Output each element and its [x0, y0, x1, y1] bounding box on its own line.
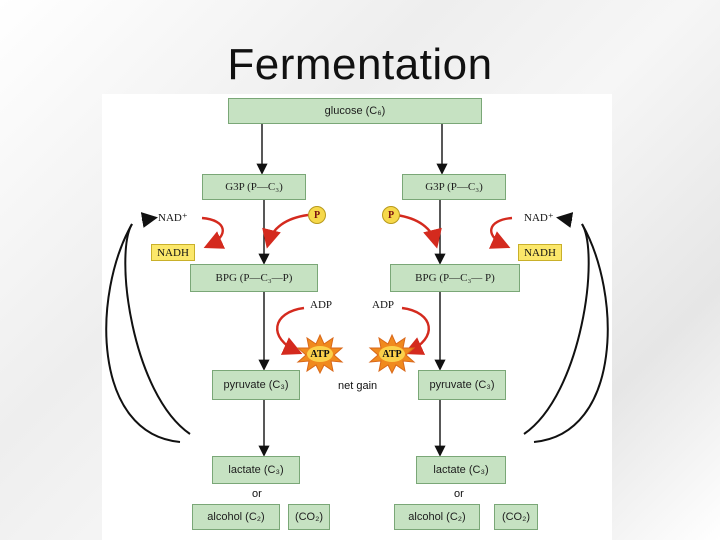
loop-right-head	[556, 212, 574, 228]
loop-left-outer	[105, 223, 181, 443]
atp-burst-right: ATP	[368, 334, 416, 374]
pyruvate-box-right: pyruvate (C₃)	[418, 370, 506, 400]
glucose-box: glucose (C₆)	[228, 98, 482, 124]
arrow-nad-to-nadh-left	[201, 216, 226, 249]
atp-burst-icon	[368, 334, 416, 374]
nad-plus-label-right: NAD⁺	[524, 212, 554, 224]
atp-burst-icon	[296, 334, 344, 374]
alcohol-box-right: alcohol (C₂)	[394, 504, 480, 530]
net-gain-label: net gain	[338, 380, 378, 392]
atp-label-left: ATP	[310, 348, 330, 360]
lactate-box-left: lactate (C₃)	[212, 456, 300, 484]
pyruvate-box-left: pyruvate (C₃)	[212, 370, 300, 400]
co2-box-right: (CO₂)	[494, 504, 538, 530]
arrow-adp-to-atp-left	[276, 306, 305, 355]
atp-label-right: ATP	[382, 348, 402, 360]
loop-right-inner	[523, 223, 590, 435]
arrow-nad-to-nadh-right	[488, 216, 513, 249]
arrow-adp-to-atp-right	[401, 306, 430, 355]
atp-burst-left: ATP	[296, 334, 344, 374]
g3p-box-left: G3P (P—C₃)	[202, 174, 306, 200]
loop-right-outer	[533, 223, 609, 443]
g3p-box-right: G3P (P—C₃)	[402, 174, 506, 200]
bpg-box-left: BPG (P—C₃—P)	[190, 264, 318, 292]
alcohol-box-left: alcohol (C₂)	[192, 504, 280, 530]
lactate-box-right: lactate (C₃)	[416, 456, 506, 484]
diagram-arrows	[105, 124, 609, 457]
fermentation-diagram: glucose (C₆) G3P (P—C₃) G3P (P—C₃) NAD⁺ …	[102, 94, 612, 540]
adp-label-right: ADP	[372, 299, 395, 311]
loop-left-head	[140, 212, 158, 228]
adp-label-left: ADP	[310, 299, 333, 311]
bpg-box-right: BPG (P—C₃— P)	[390, 264, 520, 292]
co2-box-left: (CO₂)	[288, 504, 330, 530]
phosphate-circle-left: P	[308, 206, 326, 224]
nadh-box-right: NADH	[518, 244, 562, 261]
slide-title: Fermentation	[227, 40, 493, 89]
arrow-phosphate-left	[262, 213, 309, 249]
loop-left-inner	[124, 223, 191, 435]
nadh-box-left: NADH	[151, 244, 195, 261]
phosphate-circle-right: P	[382, 206, 400, 224]
or-label-left: or	[252, 488, 262, 500]
or-label-right: or	[454, 488, 464, 500]
arrow-phosphate-right	[395, 213, 442, 249]
nad-plus-label-left: NAD⁺	[158, 212, 188, 224]
